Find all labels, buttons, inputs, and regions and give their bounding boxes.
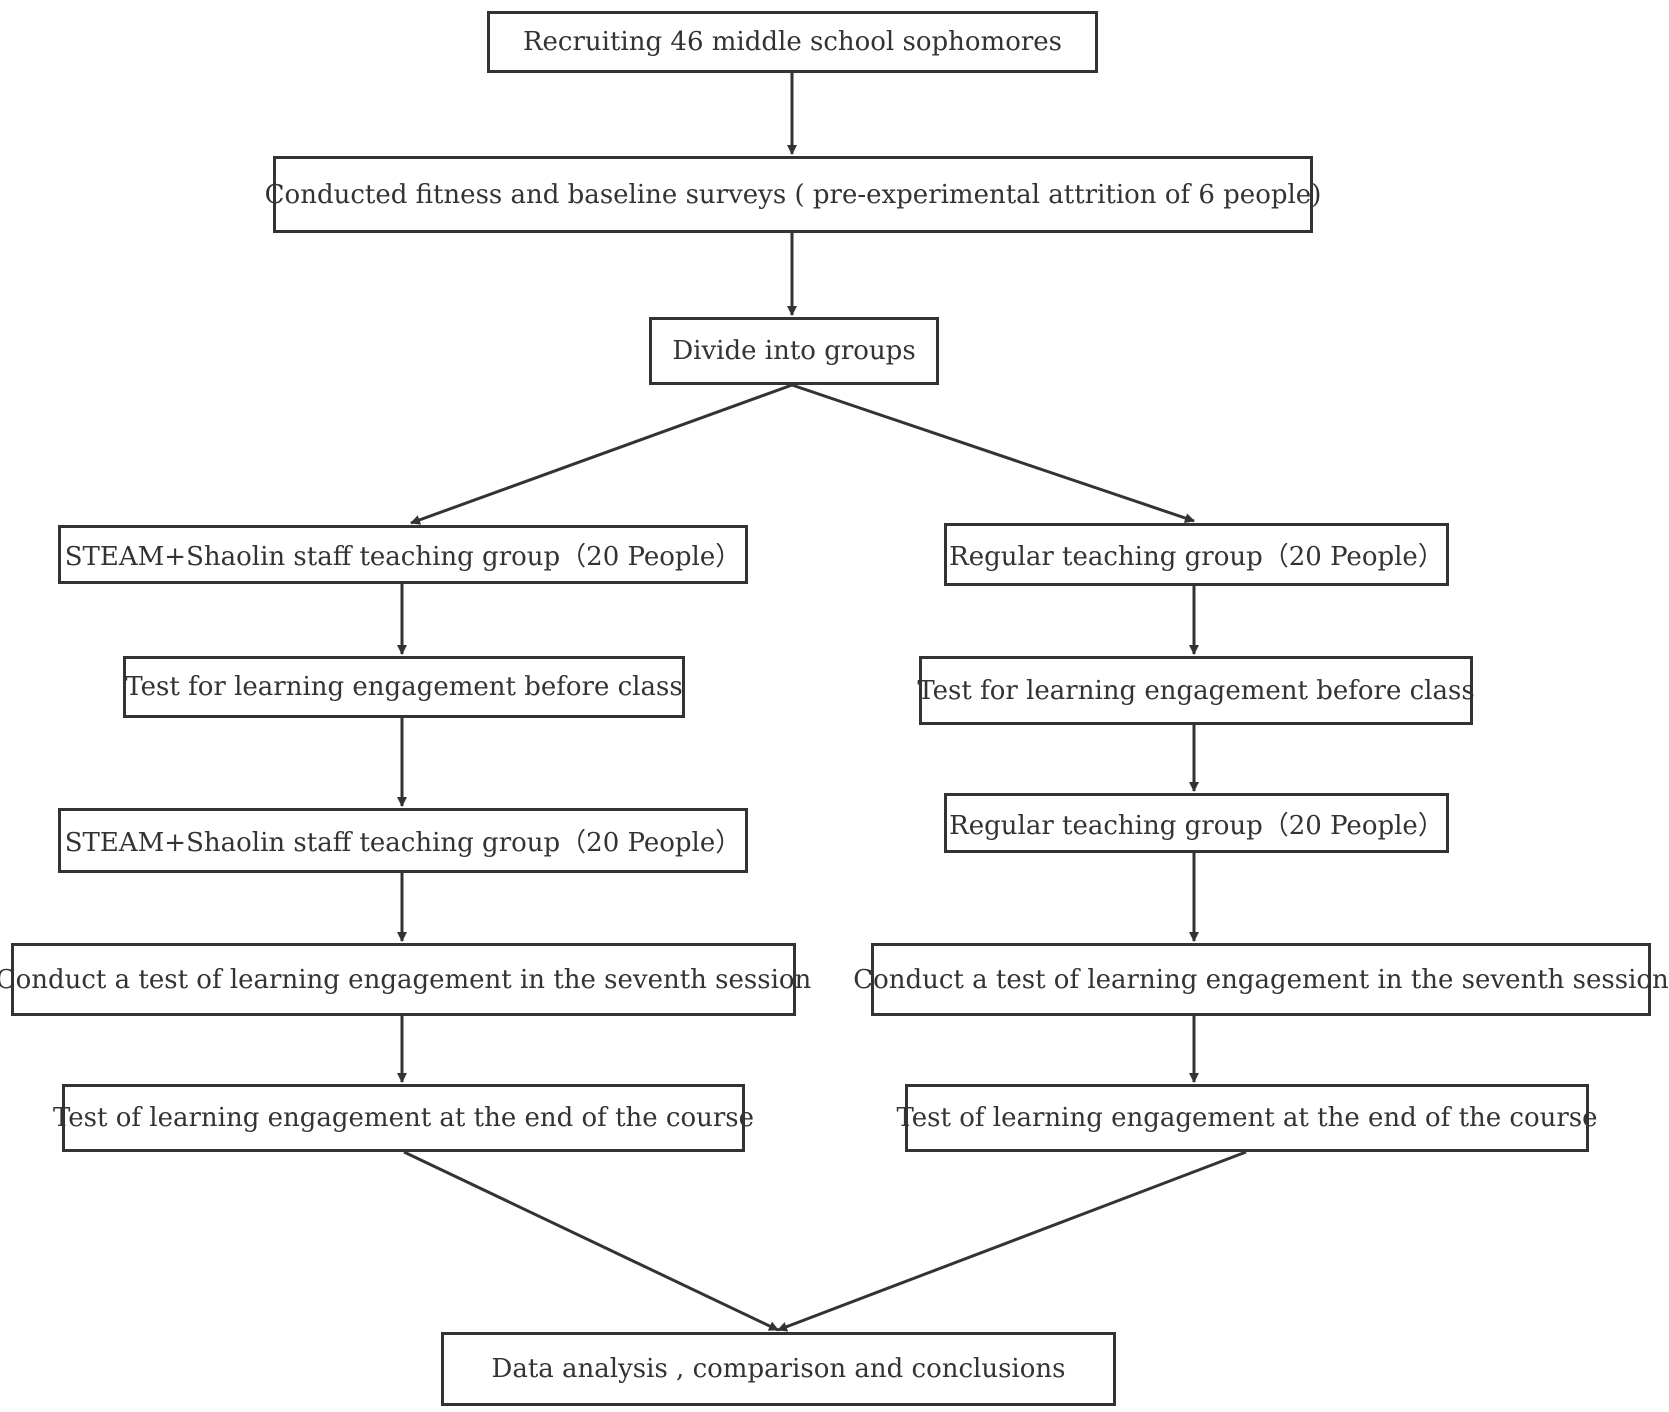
analysis-label: Data analysis , comparison and conclusio… [491,1354,1066,1384]
arrow-regular-posttest-to-analysis [777,1150,1247,1332]
steam-group-box: STEAM+Shaolin staff teaching group（20 Pe… [58,525,748,584]
regular-group-box: Regular teaching group（20 People） [944,523,1449,586]
regular-group-label-2: Regular teaching group（20 People） [949,810,1444,841]
regular-posttest-label: Test of learning engagement at the end o… [896,1103,1598,1133]
arrow-divide-to-steam-group [410,383,793,525]
arrow-steam-posttest-to-analysis [403,1150,779,1332]
regular-group-box-2: Regular teaching group（20 People） [944,793,1449,853]
regular-midtest-label: Conduct a test of learning engagement in… [853,964,1669,995]
steam-midtest-box: Conduct a test of learning engagement in… [0,943,811,1016]
divide-groups-box: Divide into groups [649,317,939,385]
regular-posttest-box: Test of learning engagement at the end o… [896,1084,1598,1152]
steam-pretest-box: Test for learning engagement before clas… [123,656,685,718]
steam-group-label: STEAM+Shaolin staff teaching group（20 Pe… [64,542,742,572]
steam-group-box-2: STEAM+Shaolin staff teaching group（20 Pe… [58,808,748,873]
steam-posttest-box: Test of learning engagement at the end o… [53,1084,754,1152]
baseline-survey-label: Conducted fitness and baseline surveys (… [264,179,1322,210]
steam-midtest-label: Conduct a test of learning engagement in… [0,964,812,995]
steam-posttest-label: Test of learning engagement at the end o… [52,1103,755,1133]
divide-groups-label: Divide into groups [672,336,916,366]
regular-group-label: Regular teaching group（20 People） [949,542,1444,572]
regular-pretest-box: Test for learning engagement before clas… [917,656,1475,725]
steam-pretest-label: Test for learning engagement before clas… [125,672,683,702]
arrow-divide-to-regular-group [791,383,1195,523]
analysis-box: Data analysis , comparison and conclusio… [441,1332,1116,1406]
recruit-box: Recruiting 46 middle school sophomores [487,11,1098,73]
regular-pretest-label: Test for learning engagement before clas… [917,675,1475,706]
recruit-label: Recruiting 46 middle school sophomores [522,27,1063,57]
regular-midtest-box: Conduct a test of learning engagement in… [853,943,1669,1016]
baseline-survey-box: Conducted fitness and baseline surveys (… [265,156,1321,233]
steam-group-label-2: STEAM+Shaolin staff teaching group（20 Pe… [64,828,742,858]
